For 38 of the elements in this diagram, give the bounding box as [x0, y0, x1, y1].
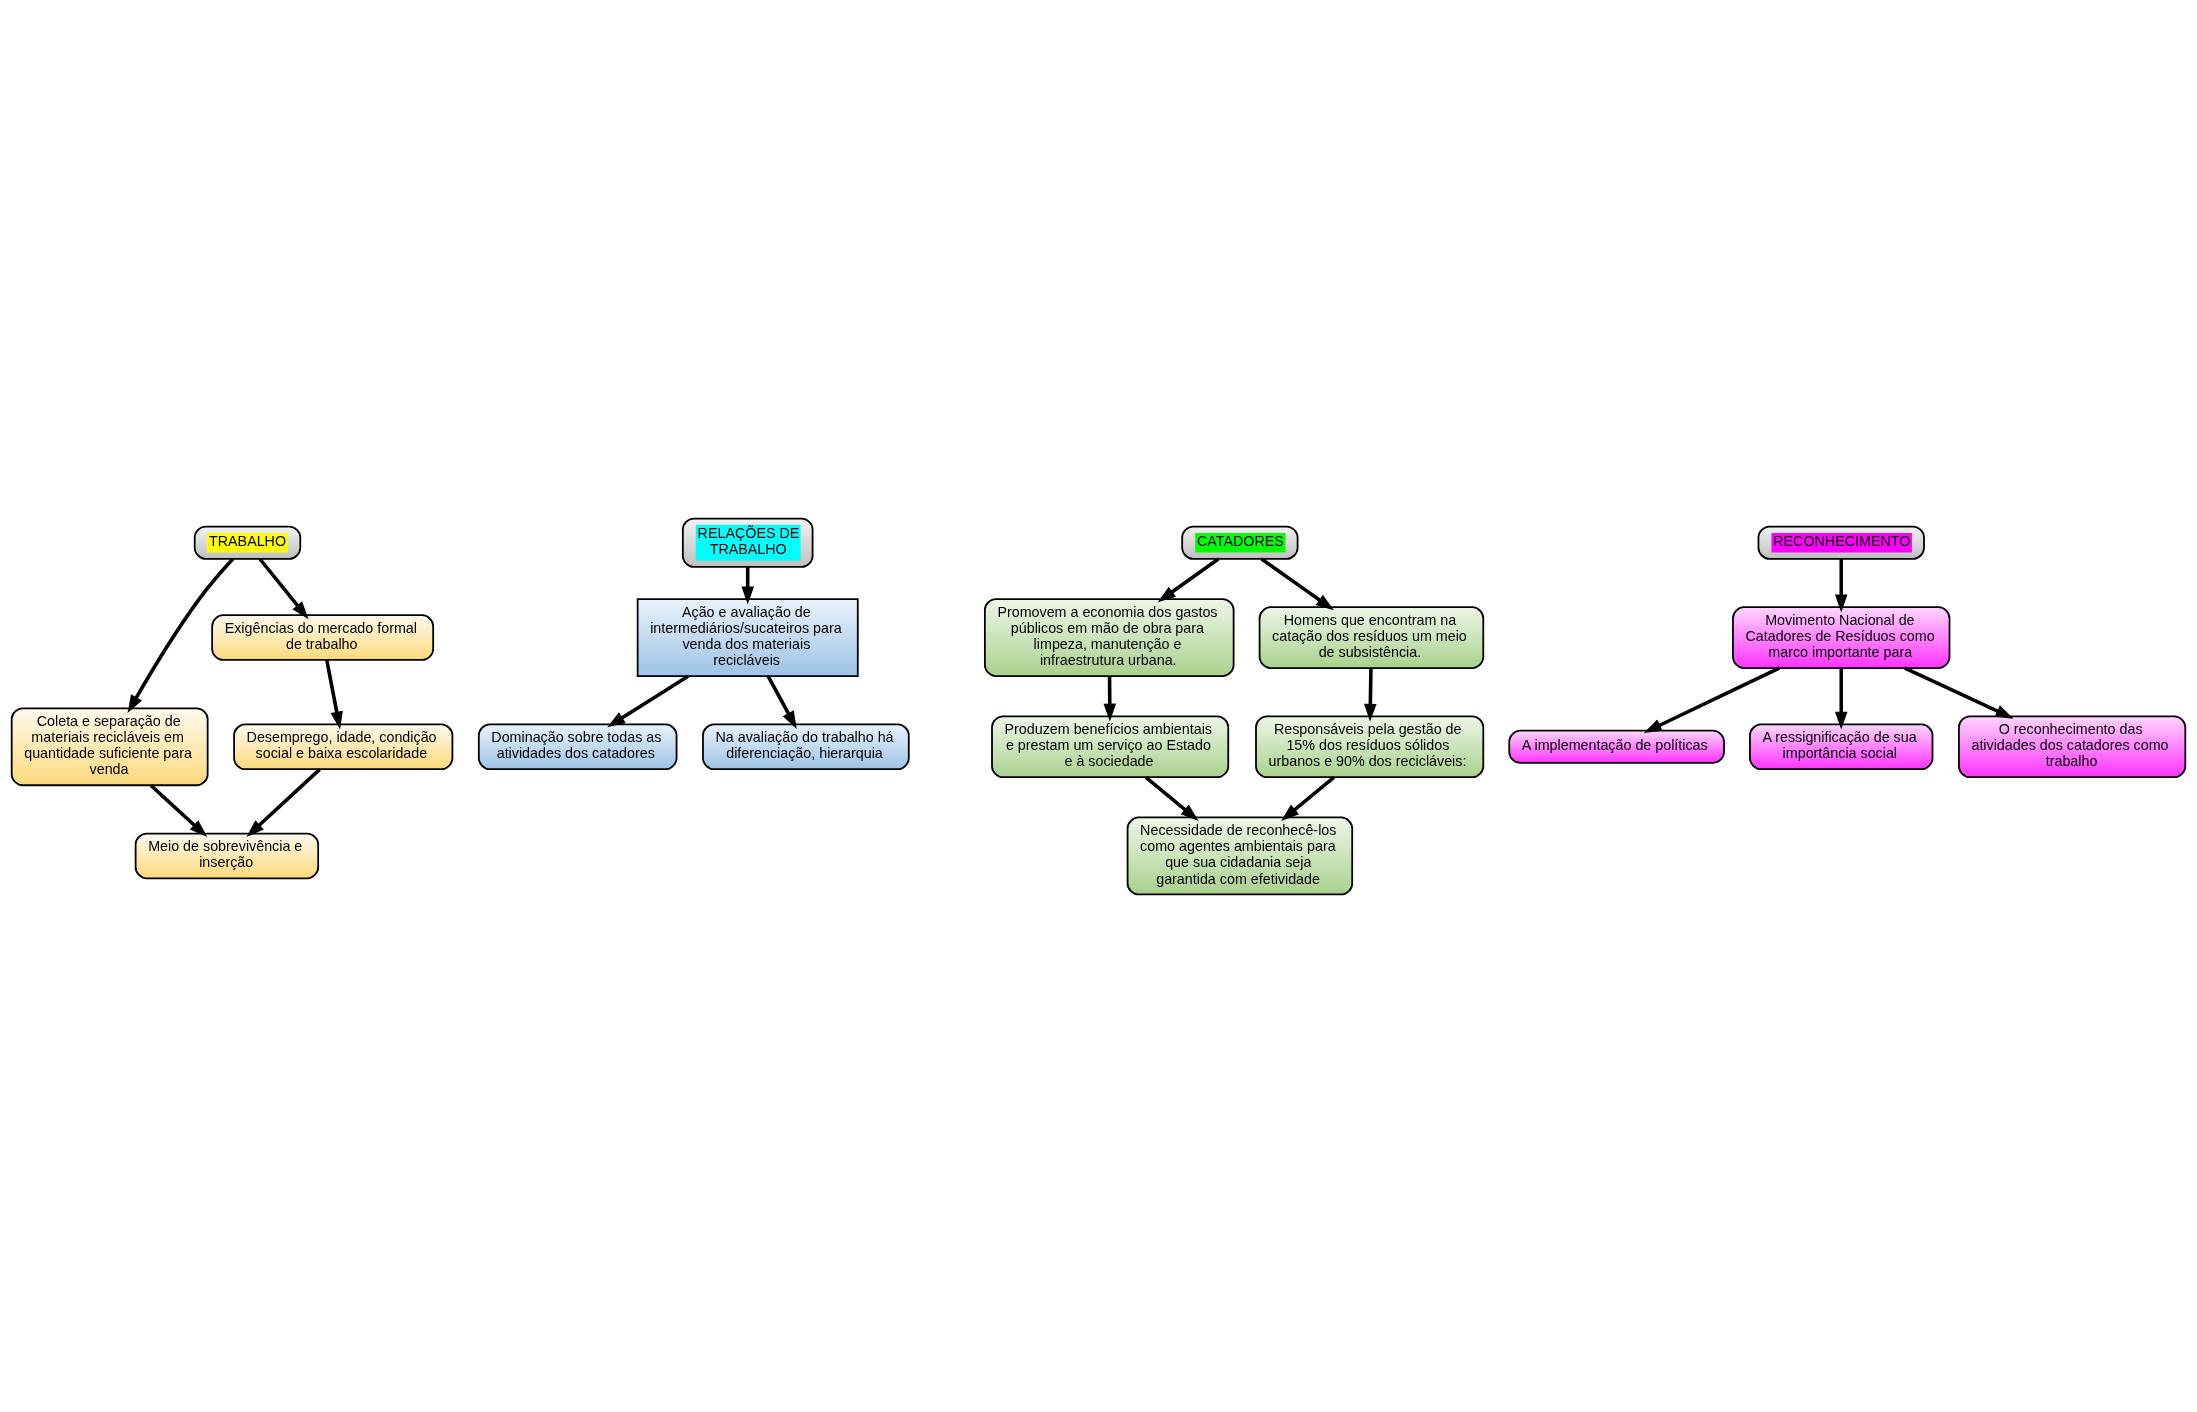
node-box: A ressignificação de sua importância social: [1749, 723, 1934, 770]
arrow: [1834, 558, 1848, 612]
arrow: [1904, 666, 2014, 719]
arrow: [1364, 667, 1377, 722]
node-box: Homens que encontram na catação dos resíduos um meio de subsistência.: [1258, 605, 1485, 669]
arrow: [1643, 666, 1781, 733]
arrow: [741, 566, 754, 605]
node-box: Na avaliação do trabalho há diferenciação, hierarquia: [702, 723, 910, 770]
arrow: [246, 767, 321, 837]
node-box: TRABALHO: [193, 525, 302, 560]
arrow: [1157, 557, 1220, 602]
node-box: Responsáveis pela gestão de 15% dos resíduos sólidos urbanos e 90% dos recicláveis:: [1255, 714, 1485, 778]
arrow: [1281, 775, 1335, 821]
node-box: A implementação de políticas: [1508, 729, 1725, 764]
arrow: [149, 783, 208, 837]
node-box: Dominação sobre todas as atividades dos catadores: [477, 723, 678, 770]
node-box: CATADORES: [1181, 525, 1299, 560]
arrow: [766, 675, 797, 729]
arrow: [1144, 775, 1199, 821]
node-box: O reconhecimento das atividades dos catadores como trabalho: [1958, 714, 2187, 778]
arrow: [325, 659, 343, 729]
node-box: Necessidade de reconhecê-los como agentes ambientais para que sua cidadania seja garantida com efetividade: [1126, 816, 1354, 895]
arrow: [258, 557, 309, 619]
node-box: RELAÇÕES DE TRABALHO: [681, 517, 814, 568]
arrow: [607, 674, 689, 727]
node-box: Produzem benefícios ambientais e prestam um serviço ao Estado e à sociedade: [991, 714, 1230, 778]
node-box: RECONHECIMENTO: [1757, 525, 1925, 560]
node-box: Movimento Nacional de Catadores de Resíduos como marco importante para: [1732, 605, 1951, 669]
node-box: Meio de sobrevivência e inserção: [134, 832, 320, 879]
node-box: Ação e avaliação de intermediários/sucateiros para venda dos materiais recicláveis: [636, 597, 859, 677]
arrow: [1260, 557, 1334, 610]
node-box: Exigências do mercado formal de trabalho: [211, 613, 435, 661]
node-box: Promovem a economia dos gastos públicos em mão de obra para limpeza, manutenção e infraestrutura urbana.: [983, 597, 1235, 677]
arrow: [1834, 667, 1848, 730]
arrow: [1103, 675, 1117, 722]
node-box: Coleta e separação de materiais recicláveis em quantidade suficiente para venda: [10, 706, 209, 786]
arrow: [127, 557, 235, 713]
node-box: Desemprego, idade, condição social e baixa escolaridade: [233, 723, 454, 770]
